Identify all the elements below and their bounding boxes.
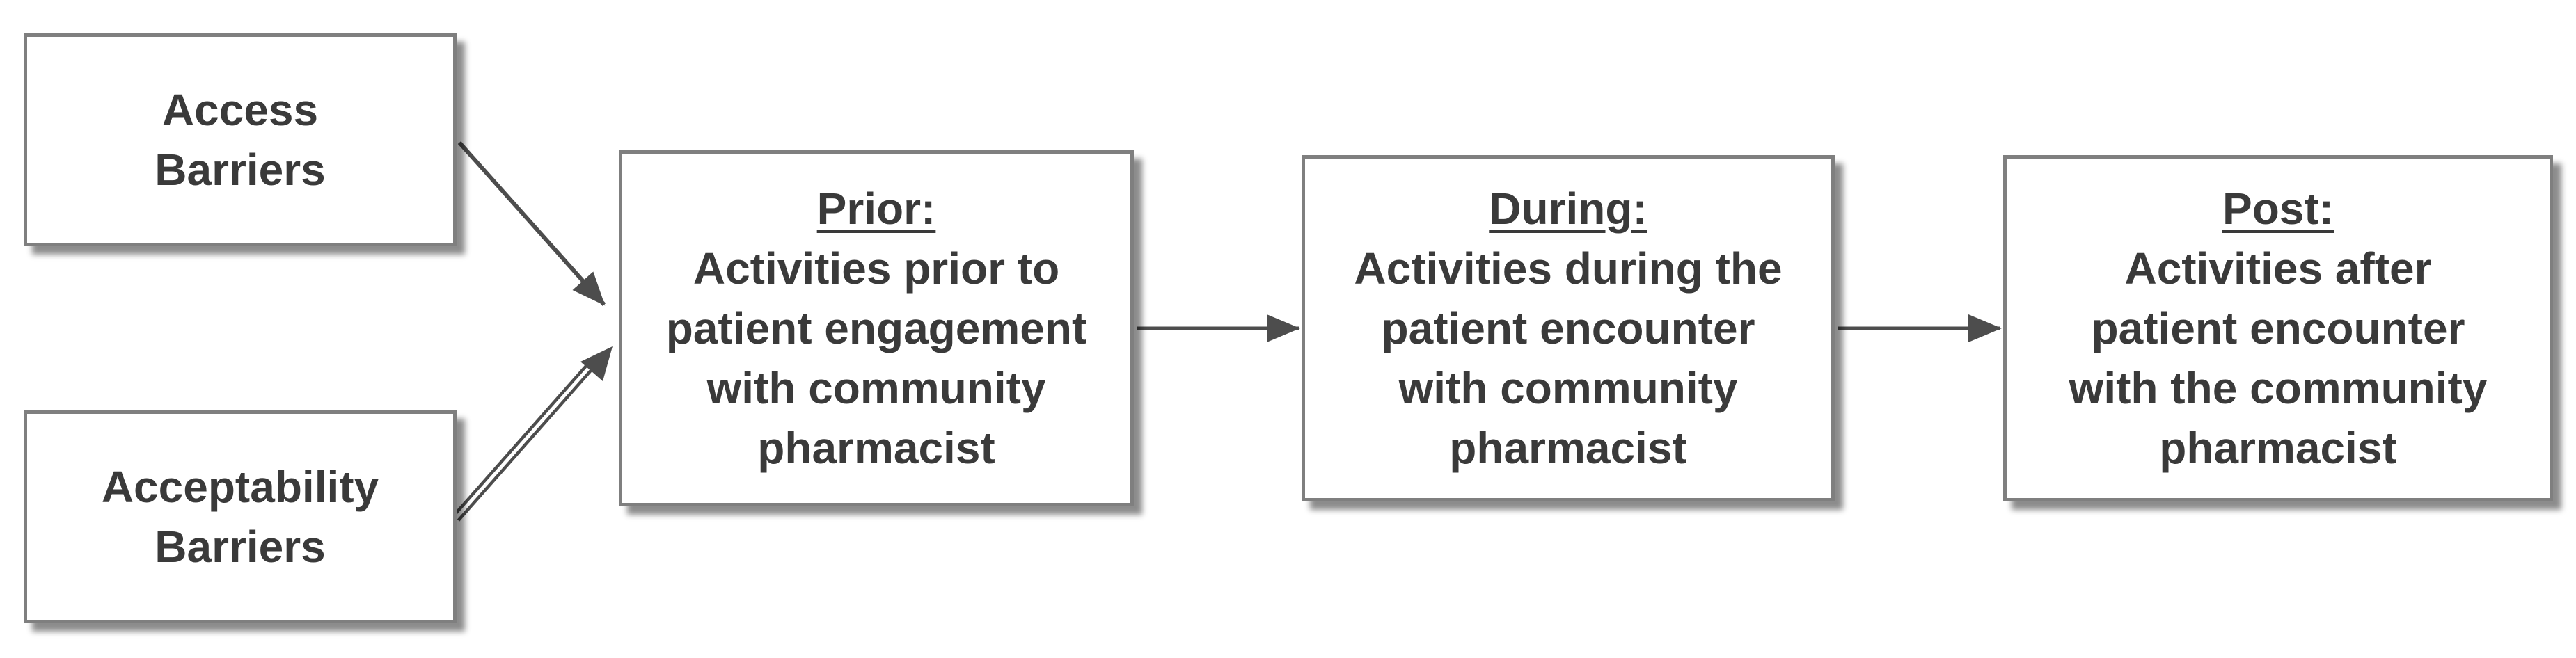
stage-heading: Prior: (816, 184, 936, 234)
box-line: patient encounter (2091, 303, 2465, 353)
box-line: Acceptability (101, 462, 379, 512)
box-line: patient engagement (665, 303, 1087, 353)
arrow-access-to-prior (457, 141, 606, 306)
box-line: with community (1398, 363, 1738, 413)
access-barriers-box: Access Barriers (24, 33, 457, 246)
box-line: Activities during the (1354, 243, 1783, 294)
box-line: patient encounter (1381, 303, 1755, 353)
box-line: with the community (2069, 363, 2488, 413)
stage-heading: Post: (2222, 184, 2334, 234)
box-line: Activities prior to (693, 243, 1060, 294)
box-line: pharmacist (757, 423, 995, 473)
box-line: with community (706, 363, 1046, 413)
box-line: Barriers (155, 145, 326, 195)
post-stage-box: Post: Activities after patient encounter… (2003, 155, 2553, 501)
stage-heading: During: (1489, 184, 1647, 234)
box-line: pharmacist (2159, 423, 2397, 473)
box-line: Barriers (155, 522, 326, 572)
during-stage-box: During: Activities during the patient en… (1302, 155, 1835, 501)
box-line: pharmacist (1449, 423, 1687, 473)
box-line: Access (161, 85, 319, 135)
prior-stage-box: Prior: Activities prior to patient engag… (619, 150, 1134, 506)
arrow-acceptability-to-prior (452, 346, 613, 522)
acceptability-barriers-box: Acceptability Barriers (24, 410, 457, 623)
box-line: Activities after (2124, 243, 2432, 294)
